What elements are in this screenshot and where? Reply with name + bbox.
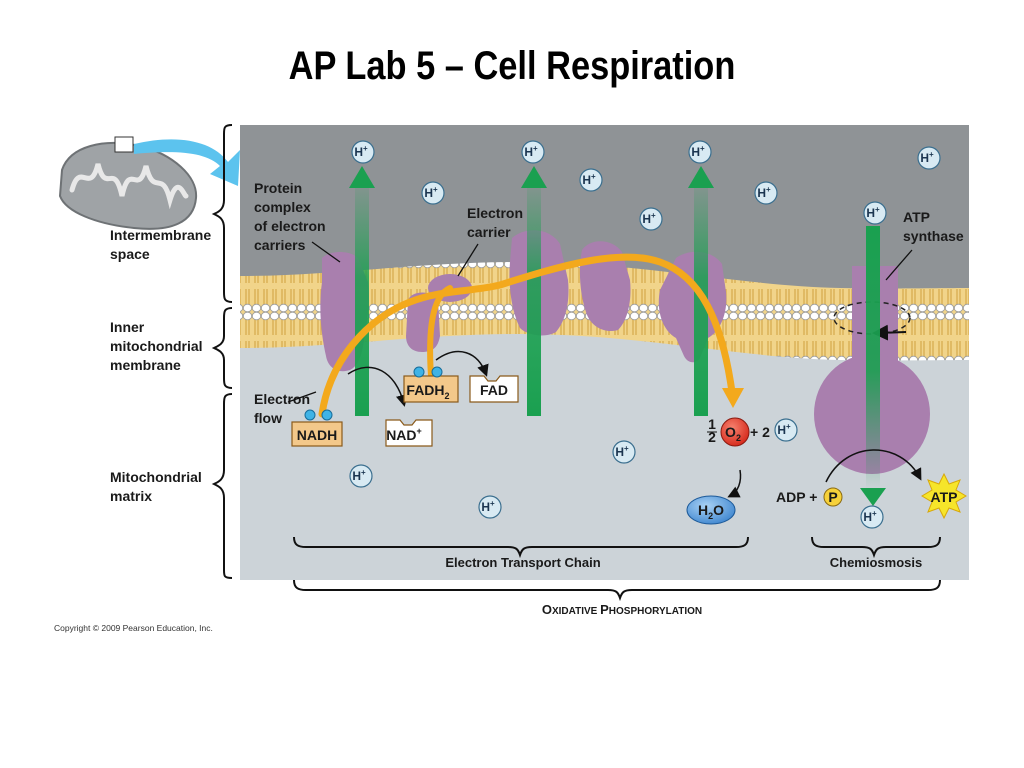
atp-synthase-rotor-outline — [833, 301, 911, 335]
zoom-box — [114, 136, 134, 153]
hydrogen-ion: H+ — [754, 181, 778, 205]
matrix-label: Mitochondrial matrix — [110, 469, 206, 504]
chemiosmosis-label: Chemiosmosis — [830, 555, 922, 570]
svg-text:NAD+: NAD+ — [386, 426, 422, 443]
fadh2-electron-path — [427, 285, 453, 379]
inner-membrane-label: Inner mitochondrial membrane — [110, 319, 206, 373]
hydrogen-ion: H+ — [351, 140, 375, 164]
hydrogen-ion: H+ — [421, 181, 445, 205]
svg-text:O2: O2 — [725, 424, 741, 443]
svg-text:H+: H+ — [642, 211, 656, 226]
hydrogen-ion: H+ — [612, 440, 636, 464]
page-title: AP Lab 5 – Cell Respiration — [288, 44, 736, 88]
hydrogen-ion: H+ — [579, 168, 603, 192]
svg-text:FADH2: FADH2 — [406, 382, 449, 401]
copyright-text: Copyright © 2009 Pearson Education, Inc. — [54, 623, 213, 633]
atp-product: ATP — [921, 472, 967, 520]
svg-text:H+: H+ — [615, 444, 629, 459]
bottom-brackets — [293, 536, 941, 602]
electron-flow-label: Electron flow — [254, 391, 314, 426]
svg-text:H+: H+ — [691, 144, 705, 159]
svg-text:H+: H+ — [352, 468, 366, 483]
fadh2-box: FADH2 — [403, 366, 459, 403]
electron-carrier-label: Electron carrier — [467, 205, 527, 240]
oxygen-reactant: 1 2 O2 + 2 — [707, 416, 770, 447]
svg-text:1: 1 — [708, 416, 716, 432]
svg-text:H+: H+ — [863, 509, 877, 524]
hydrogen-ion: H+ — [774, 418, 798, 442]
svg-text:NADH: NADH — [297, 427, 337, 443]
svg-text:2: 2 — [708, 429, 716, 445]
hydrogen-ion: H+ — [917, 146, 941, 170]
hydrogen-ion: H+ — [688, 140, 712, 164]
hydrogen-ion: H+ — [863, 201, 887, 225]
svg-text:H+: H+ — [424, 185, 438, 200]
hydrogen-ion: H+ — [521, 140, 545, 164]
svg-text:H+: H+ — [920, 150, 934, 165]
svg-text:ADP +: ADP + — [776, 489, 817, 505]
proton-pump-arrow-2 — [521, 166, 547, 416]
left-brackets — [211, 124, 233, 579]
svg-text:ATP: ATP — [931, 489, 958, 505]
svg-text:P: P — [828, 489, 837, 505]
electron-flow-arrowhead — [722, 388, 744, 408]
electron-flow-path — [318, 253, 736, 418]
intermembrane-space-label: Intermembrane space — [110, 227, 215, 262]
fad-box: FAD — [469, 375, 519, 403]
atp-synthase-proton-arrow — [860, 226, 886, 506]
svg-text:H+: H+ — [354, 144, 368, 159]
etc-label: Electron Transport Chain — [445, 555, 600, 570]
svg-text:H+: H+ — [757, 185, 771, 200]
svg-text:+ 2: + 2 — [750, 424, 770, 440]
svg-text:H2O: H2O — [698, 502, 724, 521]
zoom-arrow — [134, 139, 240, 186]
svg-text:H+: H+ — [777, 422, 791, 437]
nadh-box: NADH — [291, 409, 343, 447]
nad-box: NAD+ — [385, 419, 433, 447]
svg-text:H+: H+ — [481, 499, 495, 514]
water-product: H2O — [686, 495, 736, 525]
hydrogen-ions: H+ H+ H+ H+ H+ H+ H+ H+ H+ H+ H+ H+ H+ H+ — [349, 140, 941, 529]
hydrogen-ion: H+ — [639, 207, 663, 231]
atp-synthase-label: ATP synthase — [903, 209, 964, 244]
svg-text:H+: H+ — [524, 144, 538, 159]
svg-text:FAD: FAD — [480, 382, 508, 398]
svg-text:H+: H+ — [866, 205, 880, 220]
hydrogen-ion: H+ — [478, 495, 502, 519]
protein-complex-4 — [658, 251, 727, 363]
hydrogen-ion: H+ — [860, 505, 884, 529]
proton-pump-arrow-1 — [349, 166, 375, 416]
svg-text:H+: H+ — [582, 172, 596, 187]
adp-phosphate: ADP + P — [776, 487, 843, 507]
mitochondrion-icon — [58, 142, 198, 230]
hydrogen-ion: H+ — [349, 464, 373, 488]
oxidative-phosphorylation-label: OXIDATIVE PHOSPHORYLATION — [542, 602, 702, 617]
protein-complex-label: Protein complex of electron carriers — [254, 180, 329, 253]
